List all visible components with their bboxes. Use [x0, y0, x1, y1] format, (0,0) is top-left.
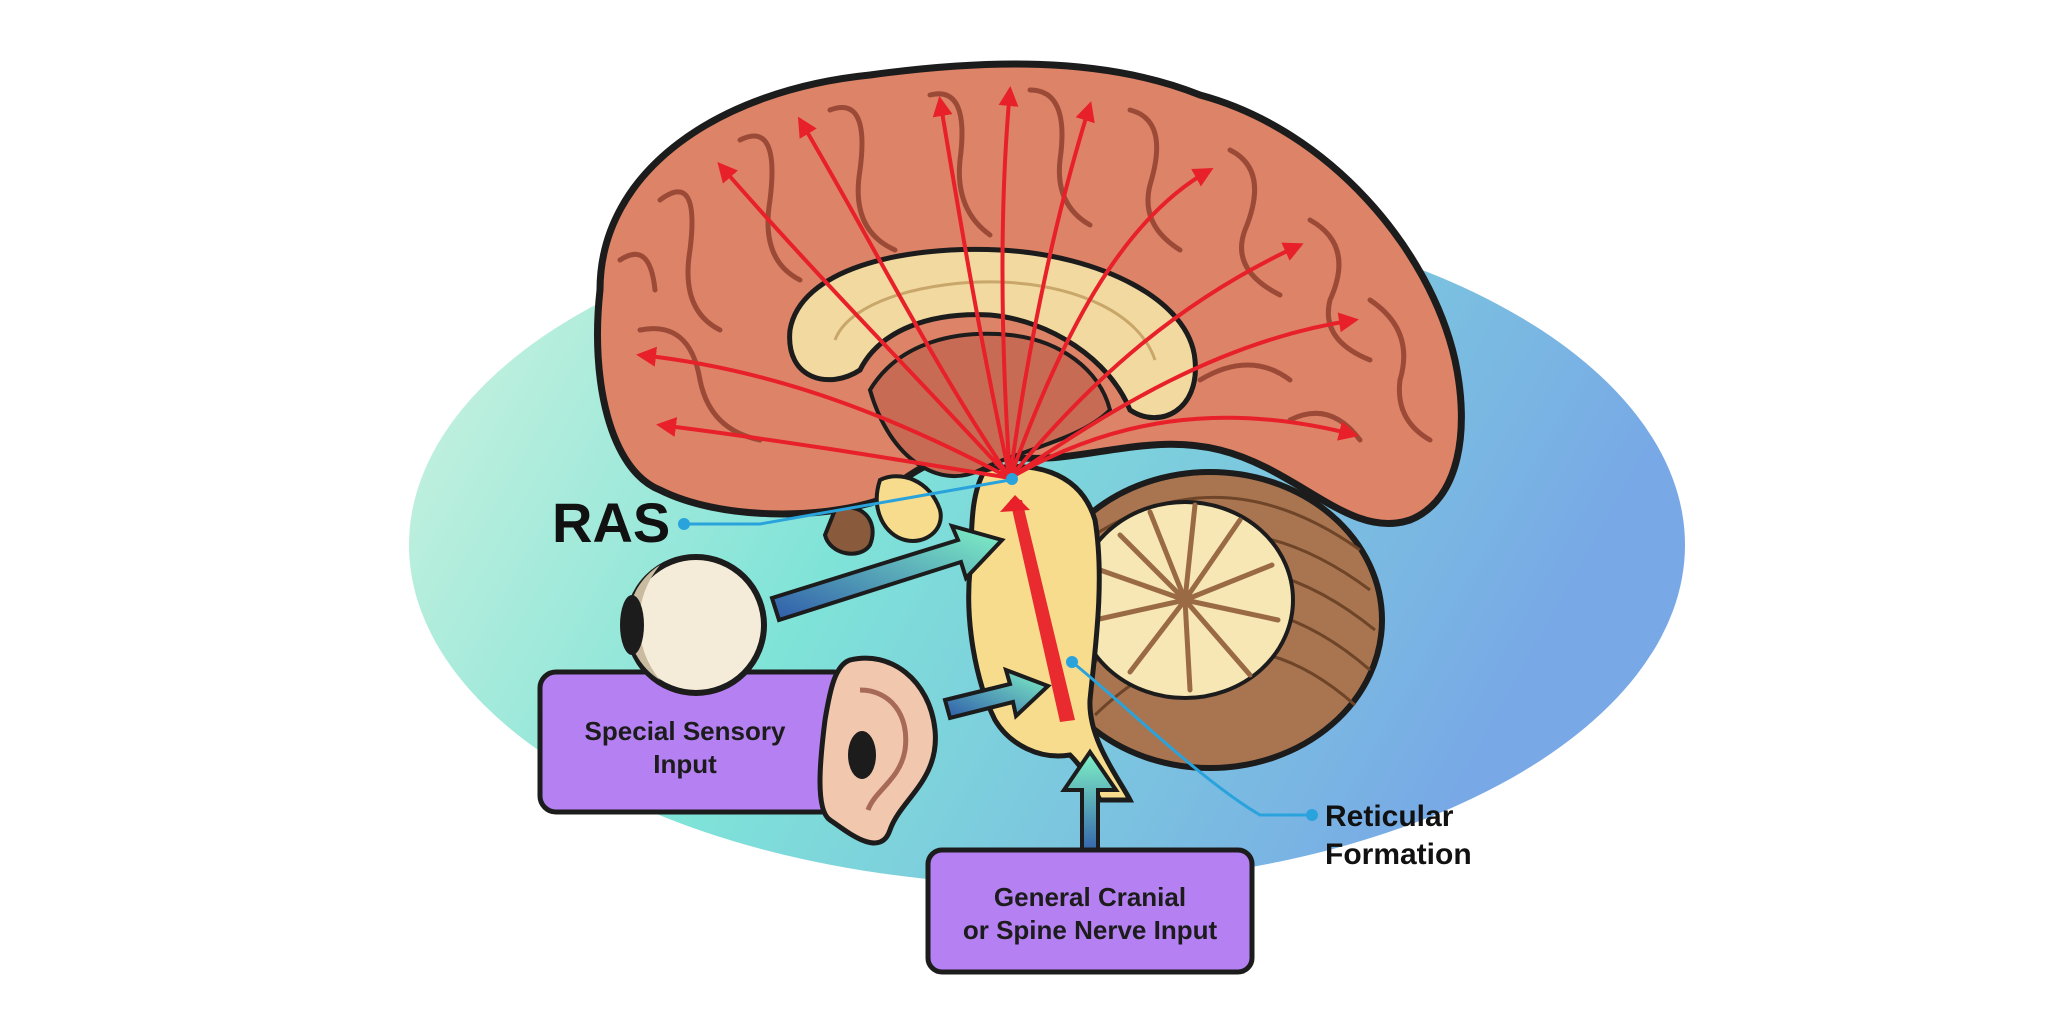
- spine-input-arrow: [1060, 748, 1120, 860]
- reticular-label-line2: Formation: [1325, 838, 1472, 871]
- general-input-box: General Cranial or Spine Nerve Input: [925, 847, 1255, 975]
- ras-leader-dot: [678, 518, 690, 530]
- eye-input-arrow: [769, 522, 1006, 623]
- reticular-leader-line: [1071, 660, 1310, 817]
- ear-icon: [817, 655, 938, 846]
- input-arrows: [769, 522, 1120, 860]
- ras-point: [1006, 473, 1018, 485]
- general-input-label-line2: or Spine Nerve Input: [963, 915, 1218, 945]
- ras-label-group: RAS: [552, 473, 1018, 554]
- special-sensory-label-line1: Special Sensory: [585, 716, 786, 746]
- reticular-label-group: Reticular Formation: [1066, 656, 1472, 871]
- reticular-label-line1: Reticular: [1325, 800, 1454, 833]
- reticular-leader-dot: [1306, 809, 1318, 821]
- eye-icon: [620, 554, 767, 696]
- projection-arrows: [636, 86, 1359, 480]
- reticular-point: [1066, 656, 1078, 668]
- ras-leader-line: [684, 478, 1011, 526]
- cerebellum: [1035, 469, 1385, 771]
- ear-input-arrow: [942, 666, 1052, 721]
- ras-label: RAS: [552, 491, 670, 554]
- special-sensory-box: Special Sensory Input: [537, 669, 853, 815]
- general-input-label-line1: General Cranial: [994, 882, 1186, 912]
- special-sensory-label-line2: Input: [653, 749, 717, 779]
